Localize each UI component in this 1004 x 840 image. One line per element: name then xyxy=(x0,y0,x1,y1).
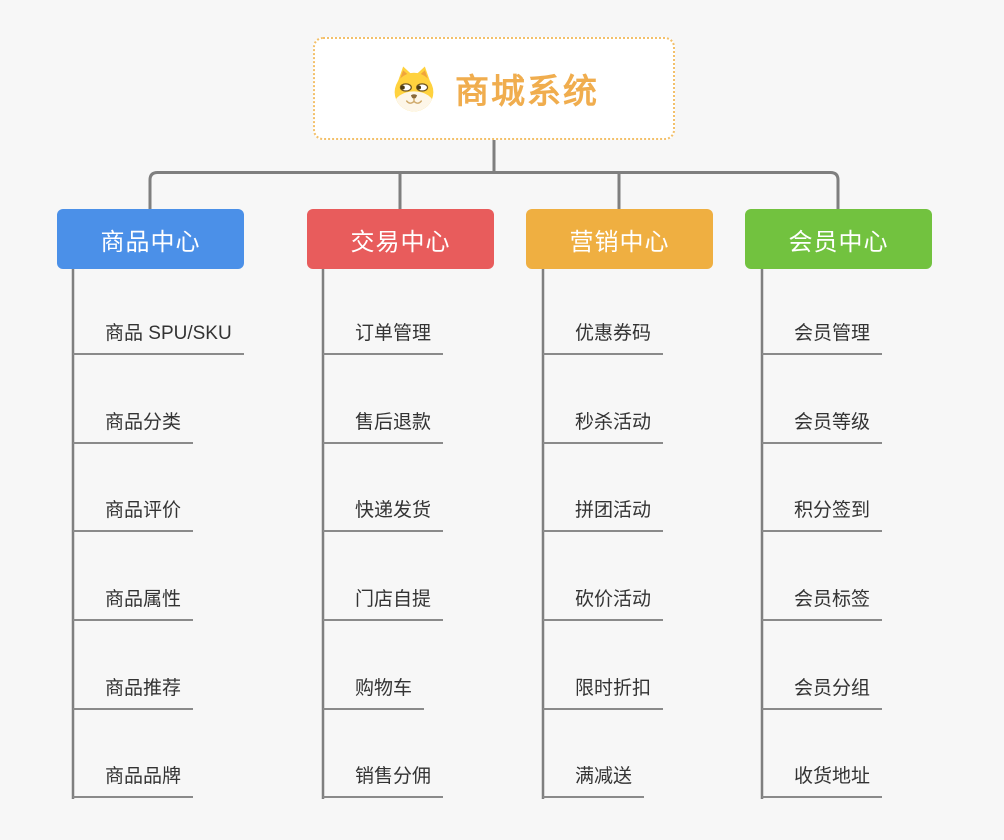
leaf-product-review[interactable]: 商品评价 xyxy=(73,498,194,532)
dog-face-icon xyxy=(394,66,434,111)
leaf-full-reduction[interactable]: 满减送 xyxy=(543,764,645,798)
leaf-product-category[interactable]: 商品分类 xyxy=(73,410,194,444)
leaf-product-spu-sku[interactable]: 商品 SPU/SKU xyxy=(73,321,244,355)
leaf-member-group[interactable]: 会员分组 xyxy=(762,676,883,710)
leaf-shipping-address[interactable]: 收货地址 xyxy=(762,764,883,798)
leaf-coupon-code[interactable]: 优惠券码 xyxy=(543,321,664,355)
branch-node-marketing-center[interactable]: 营销中心 xyxy=(526,209,713,269)
leaf-points-checkin[interactable]: 积分签到 xyxy=(762,498,883,532)
leaf-sales-commission[interactable]: 销售分佣 xyxy=(323,764,444,798)
leaf-product-attribute[interactable]: 商品属性 xyxy=(73,587,194,621)
leaf-group-buy[interactable]: 拼团活动 xyxy=(543,498,664,532)
leaf-limited-time-discount[interactable]: 限时折扣 xyxy=(543,676,664,710)
leaf-aftersale-refund[interactable]: 售后退款 xyxy=(323,410,444,444)
leaf-order-management[interactable]: 订单管理 xyxy=(323,321,444,355)
leaf-express-delivery[interactable]: 快递发货 xyxy=(323,498,444,532)
leaf-member-management[interactable]: 会员管理 xyxy=(762,321,883,355)
branch-node-member-center[interactable]: 会员中心 xyxy=(745,209,932,269)
leaf-member-level[interactable]: 会员等级 xyxy=(762,410,883,444)
root-node-mall-system[interactable]: 商城系统 xyxy=(313,37,675,140)
branch-node-product-center[interactable]: 商品中心 xyxy=(57,209,244,269)
root-title: 商城系统 xyxy=(455,73,599,111)
branch-node-trade-center[interactable]: 交易中心 xyxy=(307,209,494,269)
leaf-store-pickup[interactable]: 门店自提 xyxy=(323,587,444,621)
leaf-shopping-cart[interactable]: 购物车 xyxy=(323,676,425,710)
leaf-member-tag[interactable]: 会员标签 xyxy=(762,587,883,621)
leaf-product-recommend[interactable]: 商品推荐 xyxy=(73,676,194,710)
leaf-flash-sale[interactable]: 秒杀活动 xyxy=(543,410,664,444)
leaf-product-brand[interactable]: 商品品牌 xyxy=(73,764,194,798)
leaf-bargain-activity[interactable]: 砍价活动 xyxy=(543,587,664,621)
